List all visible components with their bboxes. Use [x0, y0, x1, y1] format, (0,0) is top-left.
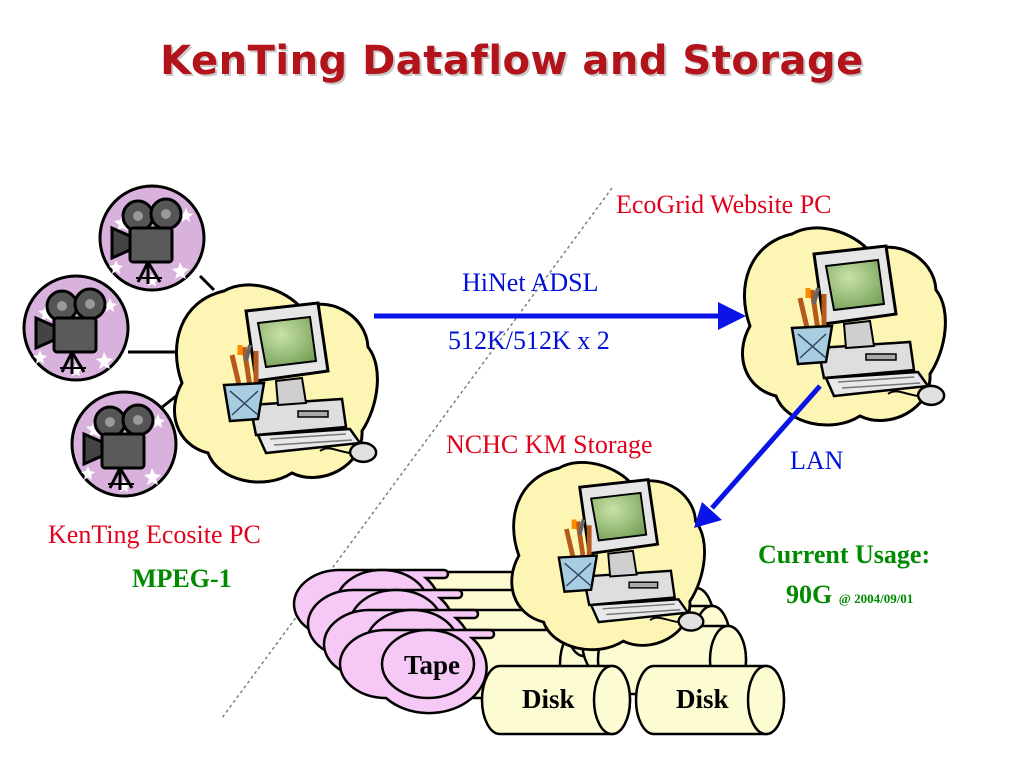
nchc-label: NCHC KM Storage — [446, 430, 653, 459]
ecosite-computer-icon — [174, 285, 377, 482]
bandwidth-label: 512K/512K x 2 — [448, 326, 610, 355]
format-label: MPEG-1 — [132, 564, 232, 593]
camera-icon — [22, 274, 130, 382]
disk-label-2: Disk — [676, 684, 729, 714]
camera-icon — [70, 390, 178, 498]
storage-computer-icon — [512, 462, 705, 649]
ecosite-label: KenTing Ecosite PC — [48, 520, 261, 549]
tape-label: Tape — [404, 650, 461, 680]
usage-label: Current Usage: — [758, 540, 931, 569]
camera-icon — [98, 184, 206, 292]
ecogrid-label: EcoGrid Website PC — [616, 190, 832, 219]
usage-date: @ 2004/09/01 — [838, 591, 914, 606]
divider-line — [221, 187, 613, 719]
lan-label: LAN — [790, 446, 844, 475]
disk-label-1: Disk — [522, 684, 575, 714]
link-label: HiNet ADSL — [462, 268, 599, 297]
page-title: KenTing Dataflow and Storage — [160, 38, 864, 84]
ecogrid-computer-icon — [742, 228, 945, 425]
lan-arrow — [710, 384, 822, 510]
usage-value: 90G @ 2004/09/01 — [786, 580, 914, 609]
